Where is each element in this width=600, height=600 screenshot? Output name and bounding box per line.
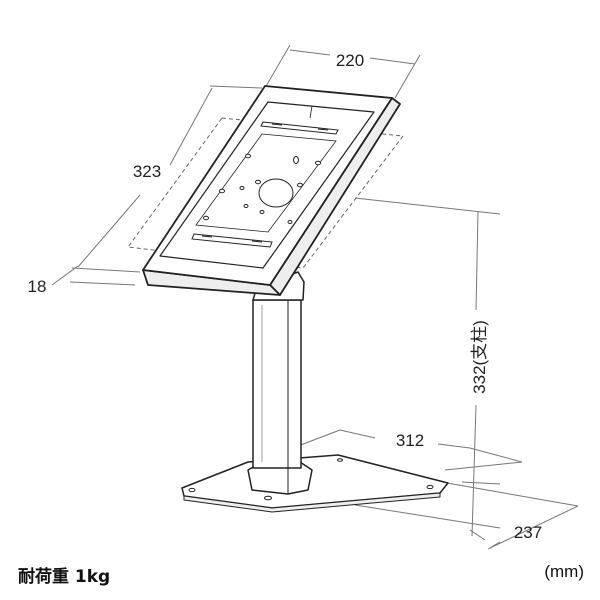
dimension-base-depth-label: 237	[514, 523, 542, 542]
dimension-lines	[51, 44, 579, 550]
dimension-pole-height-label: 332(支柱)	[470, 320, 489, 394]
base-plate	[181, 454, 449, 513]
mounting-plate	[191, 105, 339, 248]
dimension-base-width-label: 312	[396, 431, 424, 450]
load-capacity-caption: 耐荷重 1kg	[18, 567, 111, 587]
pole	[247, 299, 313, 495]
dimension-height-label: 323	[133, 162, 161, 181]
dimension-depth-label: 18	[28, 277, 47, 296]
dimension-width-label: 220	[336, 51, 364, 70]
unit-caption: (mm)	[544, 562, 584, 581]
